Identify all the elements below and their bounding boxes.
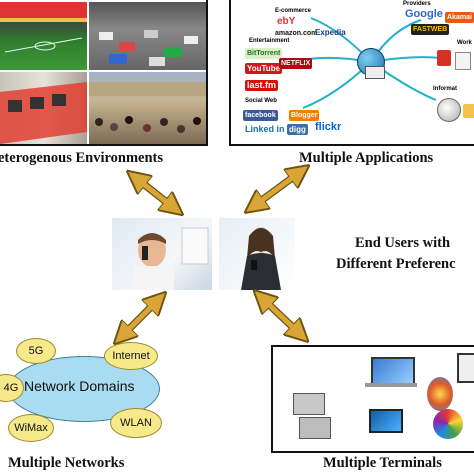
crowd-photo xyxy=(89,72,206,144)
terminals-box xyxy=(271,345,474,453)
environments-box xyxy=(0,0,208,146)
printer-2-icon xyxy=(299,417,331,439)
cloud-wimax-label: WiMax xyxy=(14,422,48,434)
stadium-photo xyxy=(0,2,87,70)
cloud-5g-label: 5G xyxy=(28,345,44,357)
applications-box: E-commerce ebY amazon.com Expedia Provid… xyxy=(229,0,474,146)
service-flickr: flickr xyxy=(315,121,342,133)
man-on-phone-photo xyxy=(112,218,212,290)
cloud-wlan: WLAN xyxy=(110,408,162,438)
service-bittorrent: BitTorrent xyxy=(245,48,283,59)
work-app-icon xyxy=(437,50,451,66)
service-facebook: facebook xyxy=(243,110,278,121)
service-netflix: NETFLIX xyxy=(279,58,313,69)
cloud-internet: Internet xyxy=(104,342,158,370)
cloud-wimax: WiMax xyxy=(8,414,54,442)
service-ebay: ebY xyxy=(277,16,296,27)
network-domains-label: Network Domains xyxy=(24,378,135,394)
traffic-photo xyxy=(89,2,206,70)
printer-icon xyxy=(293,393,325,415)
desktop-monitor-icon xyxy=(369,409,403,433)
caption-environments: eterogenous Environments xyxy=(0,150,164,166)
category-social-web: Social Web xyxy=(245,98,277,104)
caption-networks: Multiple Networks xyxy=(8,455,125,471)
cloud-internet-label: Internet xyxy=(112,350,150,362)
service-amazon: amazon.com xyxy=(275,30,318,37)
category-ecommerce: E-commerce xyxy=(275,8,312,14)
service-fastweb: FASTWEB xyxy=(411,24,450,35)
cloud-4g-label: 4G xyxy=(3,382,19,394)
laptop-base-icon xyxy=(365,383,417,387)
phone-app-icon xyxy=(427,377,453,411)
service-youtube: YouTube xyxy=(245,63,283,74)
service-akamai: Akamai xyxy=(445,12,474,23)
cloud-5g: 5G xyxy=(16,338,56,364)
category-information: Informat xyxy=(433,86,457,92)
category-work: Work xyxy=(457,40,472,46)
info-app-icon xyxy=(463,104,474,118)
category-entertainment: Entertainment xyxy=(249,38,290,44)
subway-photo xyxy=(0,72,87,144)
laptop-icon xyxy=(365,66,385,79)
colorful-apps-icon xyxy=(433,409,463,439)
service-lastfm: last.fm xyxy=(245,80,279,91)
service-linkedin: Linked in xyxy=(245,124,285,134)
tablet-icon xyxy=(457,353,474,383)
wikipedia-icon xyxy=(437,98,461,122)
service-google: Google xyxy=(405,8,443,20)
service-expedia: Expedia xyxy=(315,28,346,37)
caption-end-users-1: End Users with xyxy=(355,235,451,251)
service-digg: digg xyxy=(287,124,308,135)
caption-end-users-2: Different Preferenc xyxy=(336,256,456,272)
category-providers: Providers xyxy=(403,1,431,7)
caption-terminals: Multiple Terminals xyxy=(323,455,442,471)
caption-applications: Multiple Applications xyxy=(299,150,434,166)
cloud-wlan-label: WLAN xyxy=(120,417,152,429)
work-doc-icon xyxy=(455,52,471,70)
monitor-icon xyxy=(371,357,415,387)
service-blogger: Blogger xyxy=(289,110,320,121)
woman-with-phone-photo xyxy=(219,218,295,290)
